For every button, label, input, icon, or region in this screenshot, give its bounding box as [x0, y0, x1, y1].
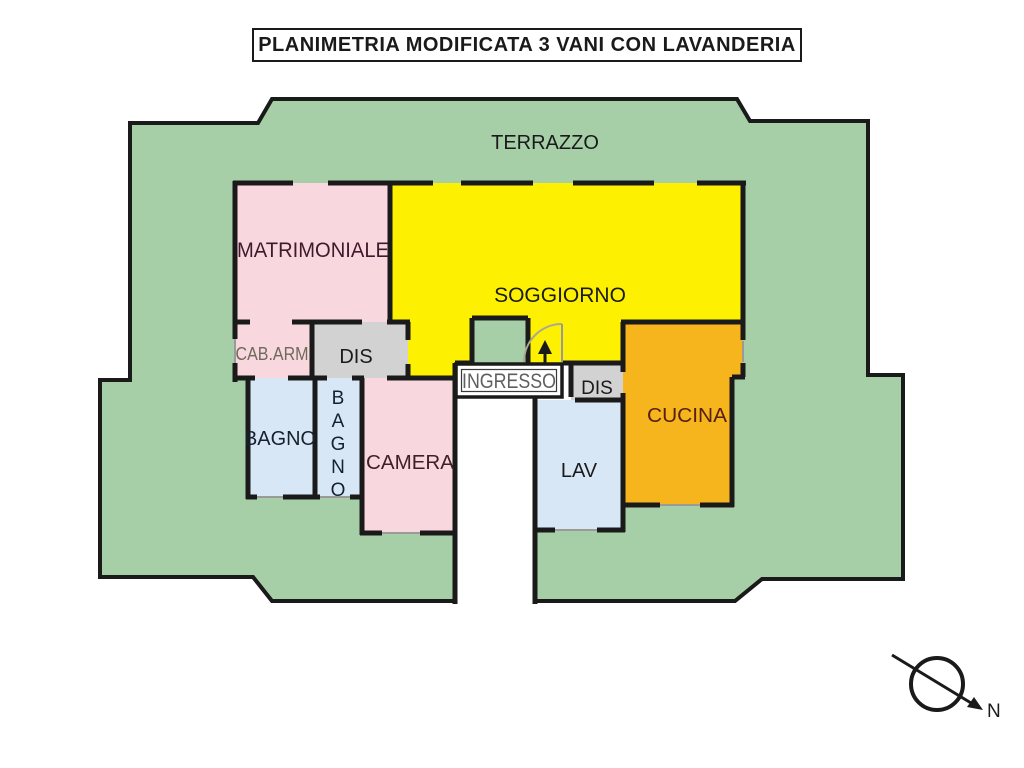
label-camera: CAMERA: [366, 452, 455, 474]
window-marks: [234, 339, 744, 534]
entry-door-arc: [523, 323, 563, 363]
room-bagno1: [248, 378, 315, 497]
label-terrazzo: TERRAZZO: [491, 132, 599, 154]
plan-title: PLANIMETRIA MODIFICATA 3 VANI CON LAVAND…: [252, 28, 802, 62]
north-compass: N: [891, 653, 1001, 722]
room-cab-arm: [235, 322, 312, 380]
entry-arrow-head: [538, 340, 552, 354]
label-cucina: CUCINA: [647, 405, 728, 427]
label-ingresso: INGRESSO: [462, 370, 556, 393]
room-bagno2: [315, 378, 362, 497]
label-dis2: DIS: [581, 378, 613, 399]
room-dis2: [571, 363, 623, 400]
label-cab-arm: CAB.ARM: [236, 344, 309, 364]
compass-needle: [891, 653, 977, 708]
room-camera: [362, 378, 455, 533]
interior-walls: [232, 180, 746, 604]
compass-circle: [909, 656, 965, 712]
room-soggiorno: [390, 183, 743, 378]
label-soggiorno: SOGGIORNO: [494, 284, 626, 307]
plan-title-text: PLANIMETRIA MODIFICATA 3 VANI CON LAVAND…: [258, 33, 796, 56]
label-lav: LAV: [561, 460, 598, 482]
room-cucina: [623, 322, 743, 505]
ingresso-box-inner: [460, 368, 558, 393]
room-matrimoniale: [235, 183, 390, 322]
label-matrimoniale: MATRIMONIALE: [237, 239, 389, 262]
room-dis1: [312, 322, 408, 380]
room-lav: [535, 400, 623, 530]
compass-arrow-head: [967, 697, 983, 710]
label-bagno1: BAGNO: [244, 428, 316, 450]
entry-corridor: [455, 363, 535, 604]
compass-north-label: N: [987, 701, 1001, 722]
label-dis1: DIS: [339, 346, 372, 368]
